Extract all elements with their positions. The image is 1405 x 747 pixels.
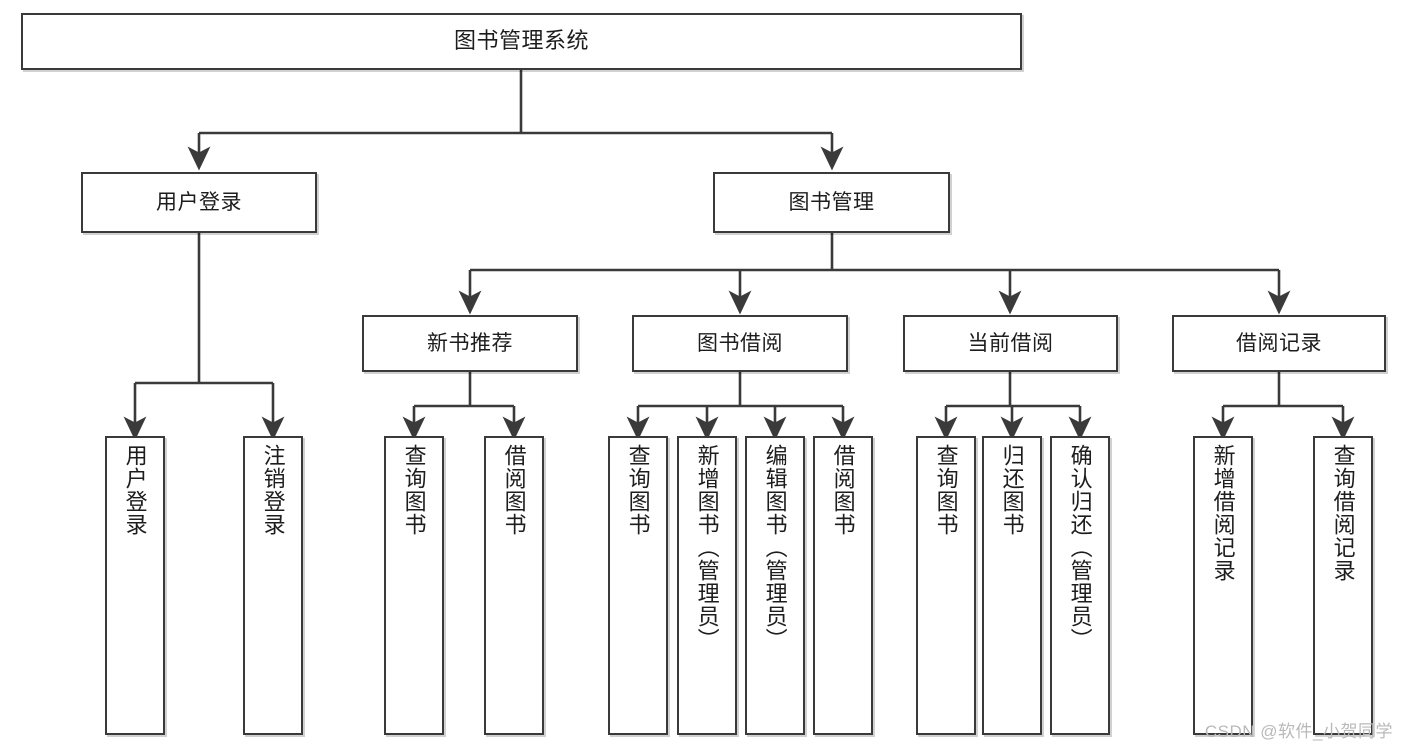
leaf-node-query-book-new-book[interactable]: 查询图书 (384, 436, 444, 735)
node-label: 确认归还（管理员） (1067, 444, 1093, 651)
node-user-login[interactable]: 用户登录 (81, 172, 317, 233)
node-label: 用户登录 (156, 190, 242, 214)
node-label: 查询图书 (625, 444, 651, 536)
node-book-borrowing[interactable]: 图书借阅 (632, 315, 848, 372)
leaf-node-confirm-return-admin[interactable]: 确认归还（管理员） (1050, 436, 1110, 735)
leaf-node-borrow-book-new-book[interactable]: 借阅图书 (484, 436, 544, 735)
leaf-node-add-borrowing-record[interactable]: 新增借阅记录 (1193, 436, 1253, 735)
node-label: 新增图书（管理员） (694, 444, 720, 651)
leaf-node-user-login[interactable]: 用户登录 (105, 436, 165, 735)
node-borrowing-record[interactable]: 借阅记录 (1172, 315, 1386, 372)
leaf-node-query-borrowing-record[interactable]: 查询借阅记录 (1313, 436, 1373, 735)
node-label: 借阅图书 (501, 444, 527, 536)
node-label: 图书管理系统 (453, 28, 589, 54)
node-label: 归还图书 (999, 444, 1025, 536)
node-label: 借阅图书 (830, 444, 856, 536)
node-label: 当前借阅 (967, 331, 1054, 355)
node-label: 新书推荐 (427, 331, 513, 355)
node-label: 图书借阅 (697, 331, 783, 355)
node-label: 查询图书 (401, 444, 427, 536)
leaf-node-query-book-borrowing[interactable]: 查询图书 (608, 436, 668, 735)
node-root-book-management-system[interactable]: 图书管理系统 (21, 13, 1022, 70)
node-new-book-recommendation[interactable]: 新书推荐 (362, 315, 578, 372)
leaf-node-add-book-admin[interactable]: 新增图书（管理员） (677, 436, 737, 735)
node-current-borrowing[interactable]: 当前借阅 (903, 315, 1118, 372)
csdn-watermark: CSDN @软件_小贺同学 (1204, 722, 1393, 741)
leaf-node-borrow-book-borrowing[interactable]: 借阅图书 (813, 436, 873, 735)
node-label: 注销登录 (260, 444, 286, 536)
leaf-node-logout-login[interactable]: 注销登录 (243, 436, 303, 735)
node-label: 查询借阅记录 (1330, 444, 1356, 582)
node-label: 借阅记录 (1236, 331, 1322, 355)
leaf-node-edit-book-admin[interactable]: 编辑图书（管理员） (745, 436, 805, 735)
leaf-node-return-book[interactable]: 归还图书 (982, 436, 1042, 735)
leaf-node-query-book-current[interactable]: 查询图书 (916, 436, 976, 735)
node-label: 编辑图书（管理员） (762, 444, 788, 651)
node-book-management[interactable]: 图书管理 (713, 172, 950, 233)
node-label: 用户登录 (122, 444, 148, 536)
node-label: 图书管理 (788, 190, 875, 214)
node-label: 查询图书 (933, 444, 959, 536)
node-label: 新增借阅记录 (1210, 444, 1236, 582)
